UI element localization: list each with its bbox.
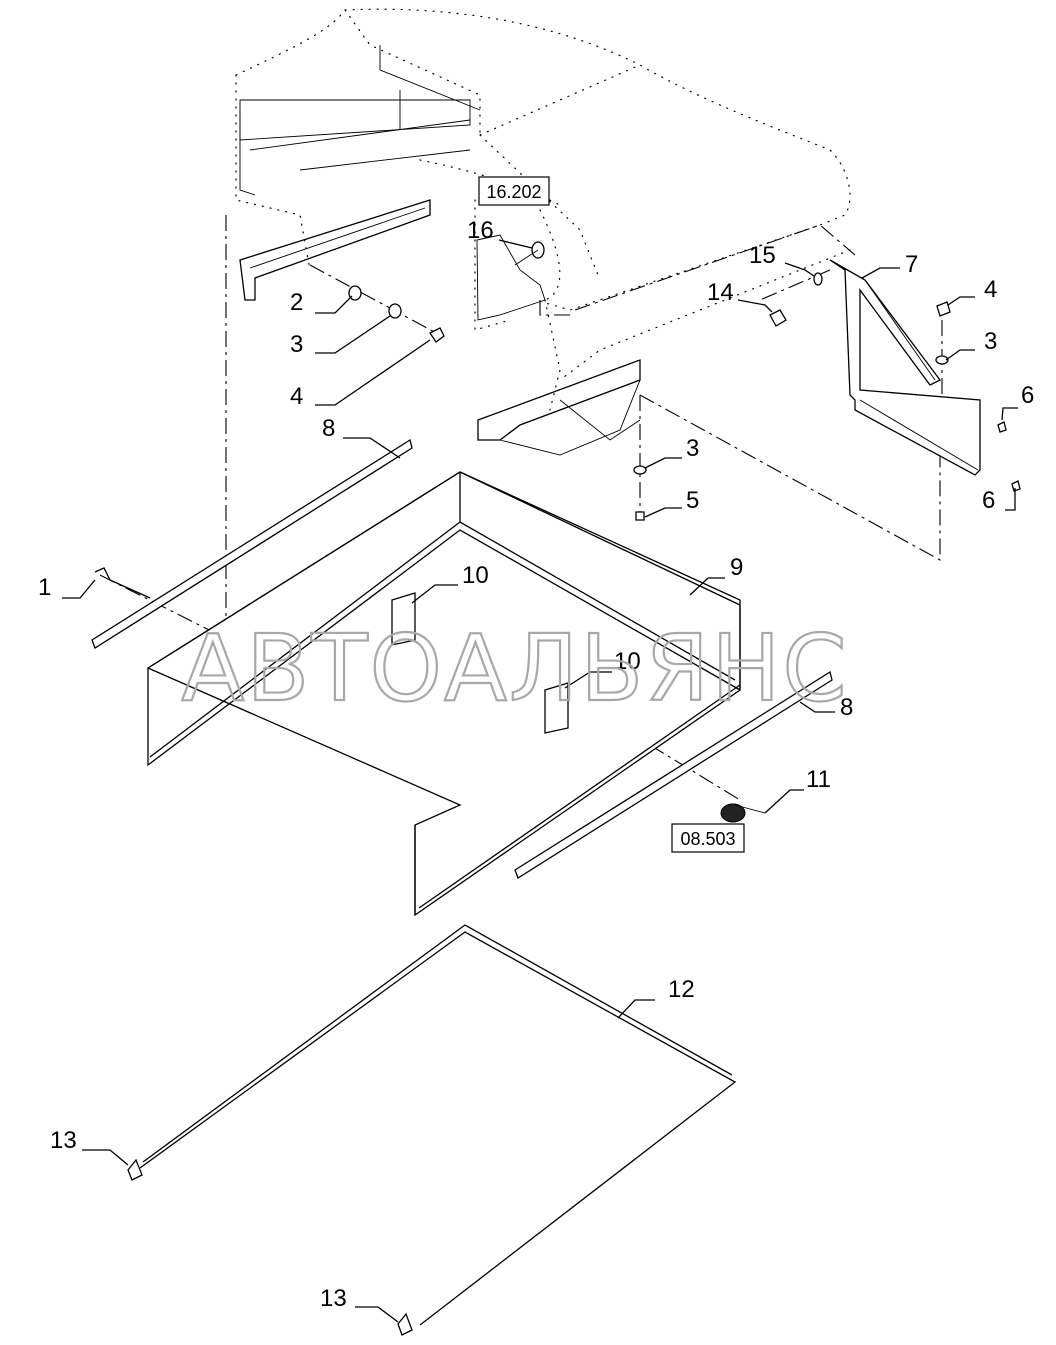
callout-11: 11 <box>806 766 831 793</box>
callout-12: 12 <box>668 976 695 1003</box>
callout-labels: 1 2 3 4 8 16 15 14 7 4 3 6 3 5 6 9 10 10… <box>38 217 1034 1312</box>
callout-6-bottom: 6 <box>982 487 995 514</box>
bolt-6b <box>1011 480 1021 492</box>
bolt-5 <box>635 511 645 521</box>
callout-15: 15 <box>749 242 776 269</box>
nut-14 <box>769 309 787 327</box>
reference-box-16-202: 16.202 <box>478 176 550 206</box>
callout-4-right: 4 <box>984 276 997 303</box>
callout-14: 14 <box>707 279 734 306</box>
bolt-1 <box>94 567 151 599</box>
callout-3-right: 3 <box>984 328 997 355</box>
fasteners-right <box>514 241 1021 521</box>
callout-2: 2 <box>290 289 303 316</box>
reference-box-label: 16.202 <box>486 182 541 202</box>
washer-3 <box>388 303 402 319</box>
strip-8-right <box>514 670 833 879</box>
callout-6-top: 6 <box>1021 382 1034 409</box>
watermark-text: АВТОАЛЬЯНС <box>181 615 848 722</box>
bolt-6a <box>997 421 1007 433</box>
callout-7: 7 <box>905 251 918 278</box>
callout-3-mid: 3 <box>686 435 699 462</box>
leader-lines <box>62 239 1018 1323</box>
reference-box-08-503: 08.503 <box>671 823 745 853</box>
callout-3: 3 <box>290 331 303 358</box>
callout-5: 5 <box>686 487 699 514</box>
strip-8-left <box>91 438 413 649</box>
part-11 <box>720 803 766 823</box>
callout-9: 9 <box>730 554 743 581</box>
reference-box-label: 08.503 <box>680 829 735 849</box>
callout-13-left: 13 <box>50 1127 77 1154</box>
washer-3-mid <box>633 465 647 475</box>
callout-1: 1 <box>38 574 51 601</box>
callout-8-right: 8 <box>840 694 853 721</box>
callout-8: 8 <box>322 415 335 442</box>
callout-13-bottom: 13 <box>320 1285 347 1312</box>
bracket-7 <box>829 259 981 476</box>
washer-15 <box>813 272 823 286</box>
machine-housing <box>235 8 851 456</box>
tray-9 <box>146 471 741 917</box>
clips-13 <box>127 1158 413 1336</box>
nut-4-right <box>936 301 951 317</box>
nut-4 <box>429 327 445 343</box>
callout-16: 16 <box>467 217 494 244</box>
fasteners-left <box>94 285 445 599</box>
callout-10-bottom: 10 <box>614 648 641 675</box>
callout-10-top: 10 <box>462 562 489 589</box>
rod-12 <box>139 924 737 1326</box>
callout-4: 4 <box>290 383 303 410</box>
washer-3-right <box>935 355 949 365</box>
plates-10 <box>391 592 569 734</box>
